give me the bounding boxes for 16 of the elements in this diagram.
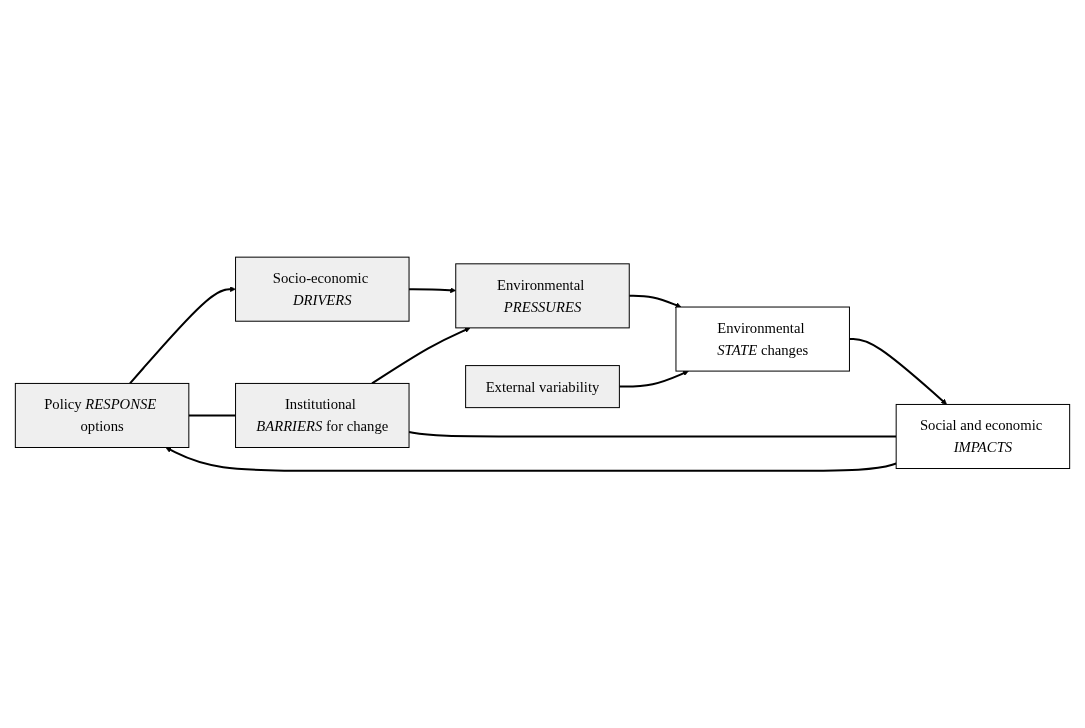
arrow bbox=[628, 294, 682, 308]
node-box: Environmental PRESSURES bbox=[455, 263, 630, 329]
arrow bbox=[408, 287, 456, 294]
arrow bbox=[371, 327, 471, 385]
node-box: Social and economic IMPACTS bbox=[895, 403, 1071, 469]
connector bbox=[408, 431, 898, 438]
node-box: External variability bbox=[465, 365, 620, 409]
arrow bbox=[848, 338, 947, 405]
arrow bbox=[165, 447, 898, 472]
node-box: Policy RESPONSE options bbox=[14, 382, 190, 448]
connector bbox=[187, 414, 237, 417]
node-box: Institutional BARRIERS for change bbox=[235, 382, 410, 448]
arrow bbox=[129, 286, 236, 385]
arrow bbox=[618, 370, 689, 388]
node-box: Socio-economic DRIVERS bbox=[235, 256, 410, 322]
node-box: Environmental STATE changes bbox=[675, 306, 850, 372]
